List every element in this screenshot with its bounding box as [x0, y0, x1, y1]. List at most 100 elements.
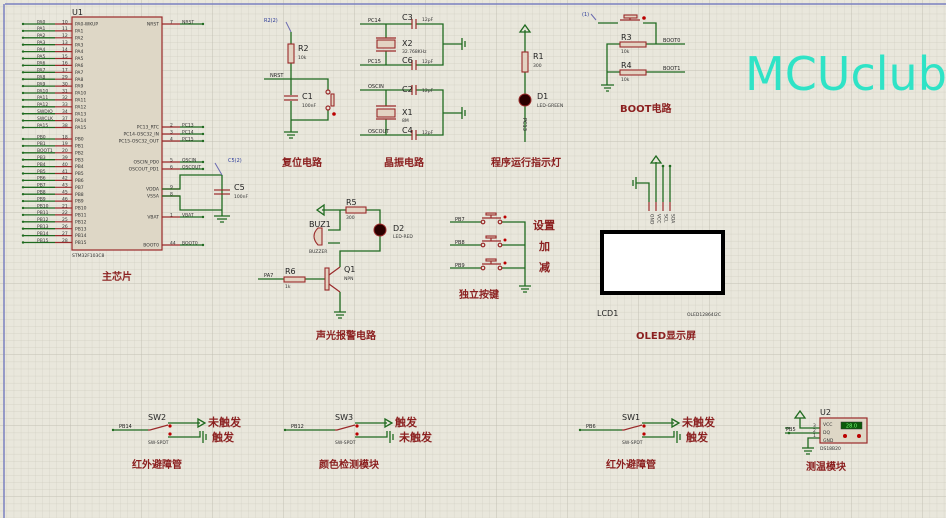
r6-ref: R6: [285, 267, 296, 276]
u2-part: DS18B20: [820, 446, 841, 452]
x2-value: 32.768KHz: [402, 49, 427, 55]
reset-circuit[interactable]: R2(2) R2 10k NRST C1 100nF 复位电路: [264, 18, 336, 169]
pin-num: 43: [62, 183, 68, 189]
pin-num: 8: [170, 191, 173, 197]
pin-num: 34: [62, 109, 68, 115]
net-oscout: OSCOUT: [368, 129, 390, 135]
pin-num: 26: [62, 224, 68, 230]
pin-name: PB7: [75, 185, 84, 191]
pin-net: PB6: [37, 176, 46, 182]
r6-value: 1k: [285, 284, 291, 290]
crystal-circuit[interactable]: PC14 PC15 OSCIN OSCOUT C3 12pF C6 12pF X…: [360, 13, 466, 169]
pin-net: SWCLK: [37, 116, 54, 122]
lcd1-ref: LCD1: [597, 309, 618, 318]
run-indicator-circuit[interactable]: R1 300 D1 LED-GREEN PC13 程序运行指示灯: [491, 23, 563, 169]
oled-title: OLED显示屏: [636, 330, 696, 342]
alarm-circuit[interactable]: R5 300 D2 LED-RED BUZ1 BUZZER Q1 NPN R6 …: [258, 198, 413, 342]
sw2-out2: 触发: [211, 430, 235, 444]
pin-name: VSSA: [147, 194, 160, 200]
pin-name: PA8: [75, 77, 84, 83]
pin-name: PB1: [75, 144, 84, 150]
pin-name: PA7: [75, 70, 84, 76]
net-pa7: PA7: [264, 273, 273, 279]
net-pc15: PC15: [368, 59, 381, 65]
c5-capacitor[interactable]: C5(2) C5 100nF: [162, 158, 248, 223]
r4-ref: R4: [621, 61, 632, 70]
temp-display: 28.0: [846, 424, 857, 430]
pin-num: 38: [62, 123, 68, 129]
reset-title: 复位电路: [281, 156, 323, 169]
net-boot0: BOOT0: [663, 38, 680, 44]
u1-part: STM32F103C8: [72, 253, 105, 259]
d2-value: LED-RED: [393, 234, 413, 240]
pin-net: PA15: [37, 123, 48, 129]
crystal-title: 晶振电路: [384, 156, 425, 169]
boot-circuit[interactable]: (1) R3 10k R4 10k BOOT0 BOOT1 BOOT电路: [582, 12, 685, 115]
pin-name: PA2: [75, 35, 84, 41]
pin-net: PC14: [182, 129, 194, 135]
pin-net: PA11: [37, 95, 48, 101]
reset-button[interactable]: [330, 93, 335, 107]
pin-net: PB11: [37, 210, 49, 216]
c6-value: 12pF: [422, 59, 434, 65]
oled-pin-label: SDA: [670, 214, 676, 224]
pin-name: NRST: [147, 22, 159, 28]
pin-net: BOOT0: [182, 240, 198, 246]
pin-name: PB5: [75, 171, 84, 177]
u2-pinnum: 3: [813, 423, 816, 429]
pin-name: PC13_RTC: [137, 125, 159, 131]
pin-net: PB14: [37, 231, 49, 237]
temperature-module-u2[interactable]: 28.0 VCC DQ GND 3 2 1 U2 DS18B20 PB5 测温模…: [785, 408, 868, 473]
